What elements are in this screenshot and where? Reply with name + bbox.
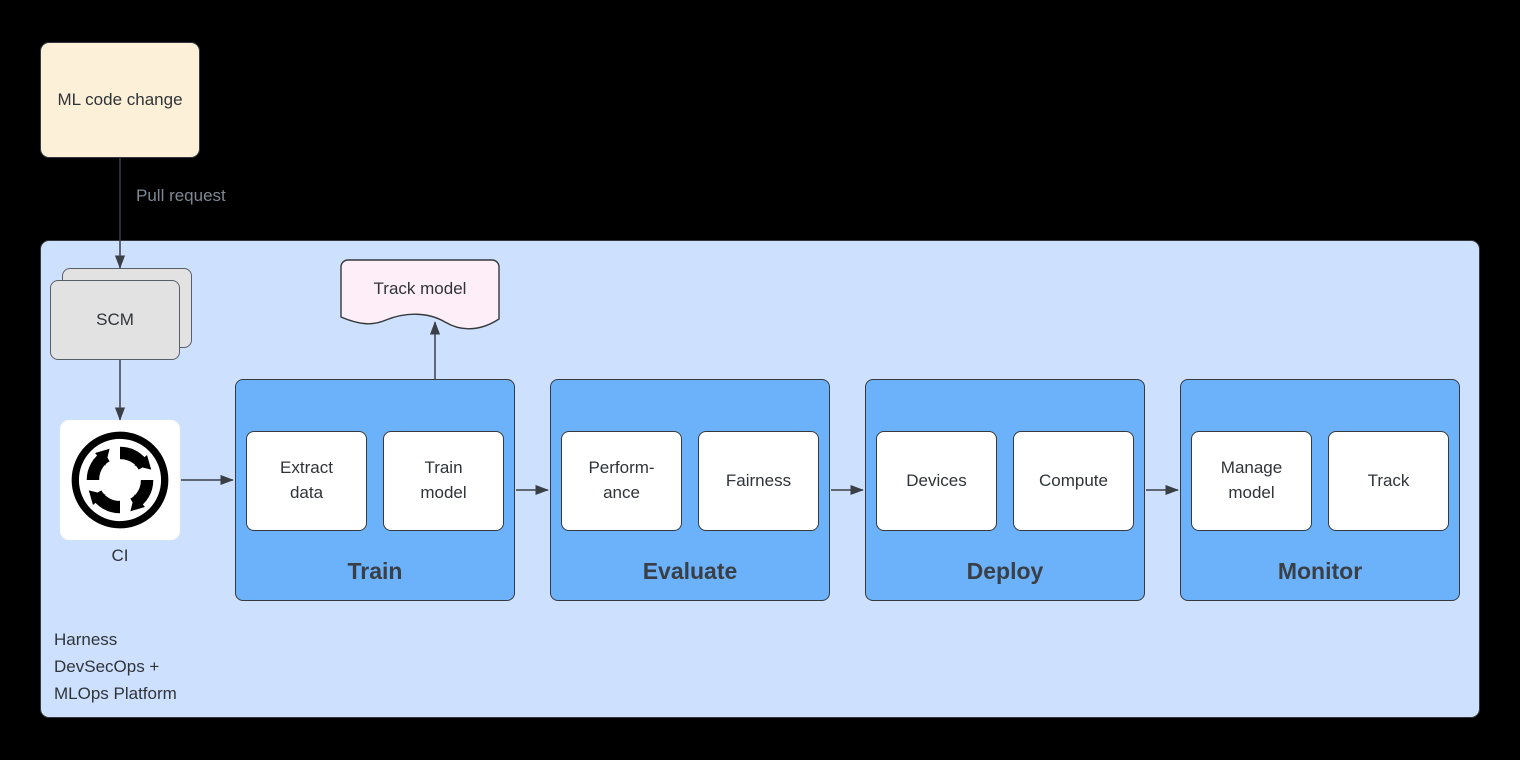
task-card-extract-data[interactable]: Extract data (246, 431, 367, 531)
track-model-label: Track model (373, 279, 467, 298)
pull-request-edge-label: Pull request (136, 186, 226, 205)
stage-train[interactable]: Extract data Train model Train (235, 379, 515, 601)
stage-train-tasks: Extract data Train model (236, 431, 514, 531)
stage-monitor[interactable]: Manage model Track Monitor (1180, 379, 1460, 601)
stage-monitor-tasks: Manage model Track (1181, 431, 1459, 531)
task-card-devices[interactable]: Devices (876, 431, 997, 531)
platform-caption: Harness DevSecOps + MLOps Platform (54, 630, 177, 704)
ml-code-change-node[interactable]: ML code change (40, 42, 200, 158)
track-model-node[interactable]: Track model (340, 259, 500, 335)
continuous-integration-circular-arrows-icon (71, 431, 169, 529)
stage-deploy-tasks: Devices Compute (866, 431, 1144, 531)
task-card-compute[interactable]: Compute (1013, 431, 1134, 531)
stage-monitor-title: Monitor (1277, 558, 1363, 584)
stage-deploy[interactable]: Devices Compute Deploy (865, 379, 1145, 601)
scm-sheet-front: SCM (50, 280, 180, 360)
stage-evaluate-title: Evaluate (642, 558, 738, 584)
scm-label: SCM (96, 310, 134, 329)
ci-label: CI (111, 546, 129, 565)
task-card-track[interactable]: Track (1328, 431, 1449, 531)
stage-train-title: Train (347, 558, 403, 584)
task-card-manage-model[interactable]: Manage model (1191, 431, 1312, 531)
stage-evaluate[interactable]: Perform- ance Fairness Evaluate (550, 379, 830, 601)
task-card-train-model[interactable]: Train model (383, 431, 504, 531)
document-shape-icon (340, 259, 500, 330)
stage-evaluate-tasks: Perform- ance Fairness (551, 431, 829, 531)
ml-code-change-label: ML code change (57, 89, 183, 109)
task-card-performance[interactable]: Perform- ance (561, 431, 682, 531)
scm-node[interactable]: SCM (50, 268, 192, 360)
task-card-fairness[interactable]: Fairness (698, 431, 819, 531)
ci-node[interactable] (60, 420, 180, 540)
stage-deploy-title: Deploy (966, 558, 1044, 584)
